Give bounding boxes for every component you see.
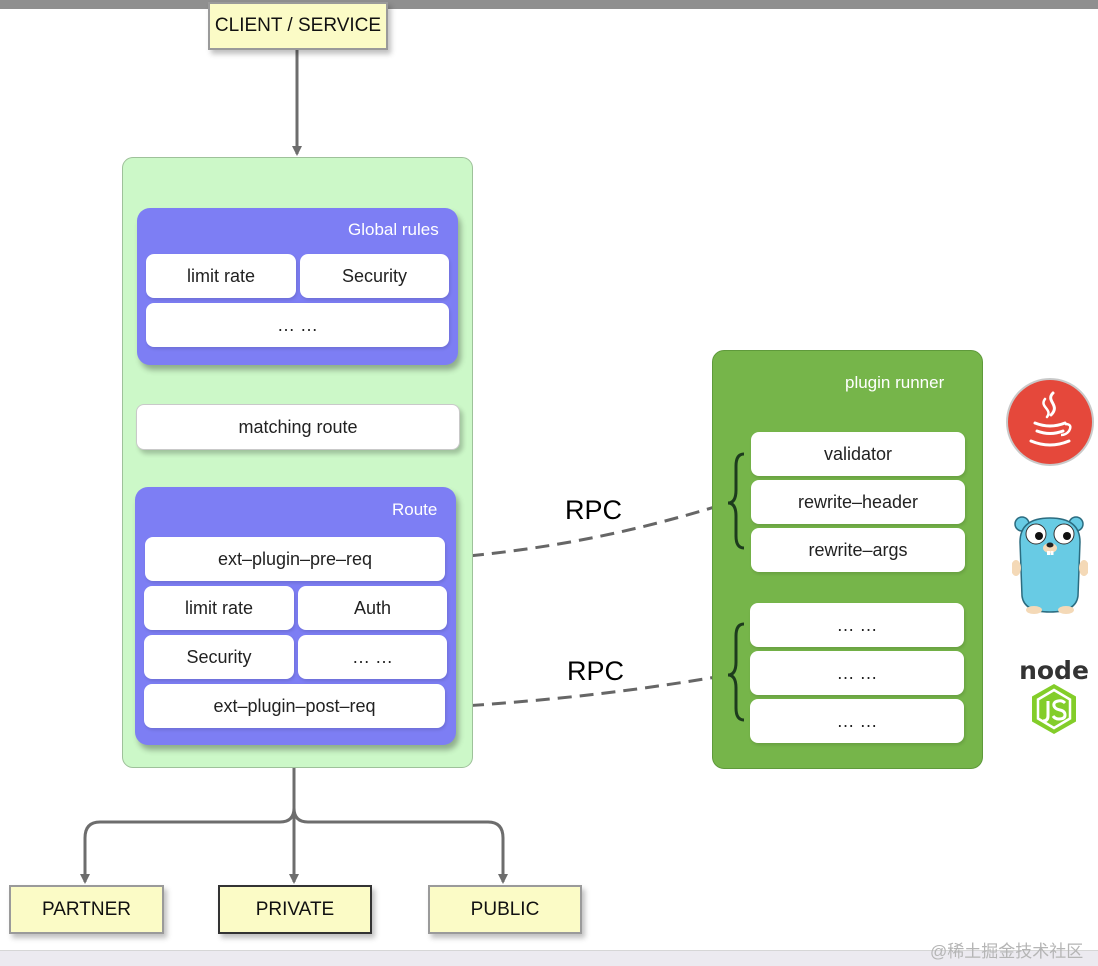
runner-more-3-label: … …	[836, 710, 878, 731]
route-auth-label: Auth	[353, 597, 392, 618]
gateway-to-public-arrow	[292, 768, 508, 884]
route-limit-rate: limit rate	[144, 586, 294, 630]
route-security-label: Security	[186, 646, 252, 667]
nodejs-wordmark: node	[1019, 656, 1089, 685]
destination-private: PRIVATE	[218, 885, 372, 934]
route-more: … …	[298, 635, 447, 679]
runner-more-3: … …	[750, 699, 964, 743]
global-rule-more-label: … …	[276, 314, 318, 335]
global-rule-limit-rate: limit rate	[146, 254, 296, 298]
nodejs-icon: node	[1019, 656, 1089, 734]
route-ext-plugin-pre-req: ext–plugin–pre–req	[145, 537, 445, 581]
route-limit-rate-label: limit rate	[184, 597, 253, 618]
plugin-runner-title: plugin runner	[845, 373, 945, 392]
go-gopher-icon	[1012, 516, 1088, 614]
runner-more-1-label: … …	[836, 614, 878, 635]
rpc-pre-req-arrow	[447, 500, 730, 560]
client-service-label: CLIENT / SERVICE	[214, 15, 382, 36]
route-auth: Auth	[298, 586, 447, 630]
matching-route-label: matching route	[238, 416, 358, 437]
destination-public: PUBLIC	[428, 885, 582, 934]
global-rule-more: … …	[146, 303, 449, 347]
route-title: Route	[392, 500, 438, 519]
destination-partner-label: PARTNER	[41, 898, 132, 920]
route-more-label: … …	[351, 646, 393, 667]
rpc-post-req-arrow	[447, 671, 730, 709]
runner-validator-label: validator	[823, 443, 893, 464]
global-rule-security-label: Security	[341, 265, 408, 286]
gateway-to-partner-arrow	[80, 768, 296, 884]
destination-private-label: PRIVATE	[255, 898, 335, 920]
runner-more-2: … …	[750, 651, 964, 695]
runner-rewrite-header: rewrite–header	[751, 480, 965, 524]
runner-more-1: … …	[750, 603, 964, 647]
destination-partner: PARTNER	[9, 885, 164, 934]
runner-more-2-label: … …	[836, 662, 878, 683]
route-ext-plugin-pre-req-label: ext–plugin–pre–req	[217, 548, 373, 569]
bottom-window-bar	[0, 950, 1098, 966]
route-ext-plugin-post-req: ext–plugin–post–req	[144, 684, 445, 728]
client-service-box: CLIENT / SERVICE	[208, 2, 388, 50]
global-rules-title: Global rules	[348, 220, 439, 239]
runner-rewrite-header-label: rewrite–header	[797, 491, 919, 512]
route-security: Security	[144, 635, 294, 679]
java-icon	[1006, 378, 1094, 466]
global-rule-limit-rate-label: limit rate	[186, 265, 255, 286]
watermark: @稀土掘金技术社区	[930, 942, 1084, 961]
destination-public-label: PUBLIC	[470, 898, 540, 920]
runner-rewrite-args-label: rewrite–args	[808, 539, 908, 560]
runner-validator: validator	[751, 432, 965, 476]
matching-route-box: matching route	[136, 404, 460, 450]
global-rule-security: Security	[300, 254, 449, 298]
runner-rewrite-args: rewrite–args	[751, 528, 965, 572]
rpc-label-top: RPC	[565, 495, 623, 525]
top-window-bar	[0, 0, 1098, 9]
route-ext-plugin-post-req-label: ext–plugin–post–req	[213, 695, 376, 716]
rpc-label-bottom: RPC	[567, 656, 625, 686]
